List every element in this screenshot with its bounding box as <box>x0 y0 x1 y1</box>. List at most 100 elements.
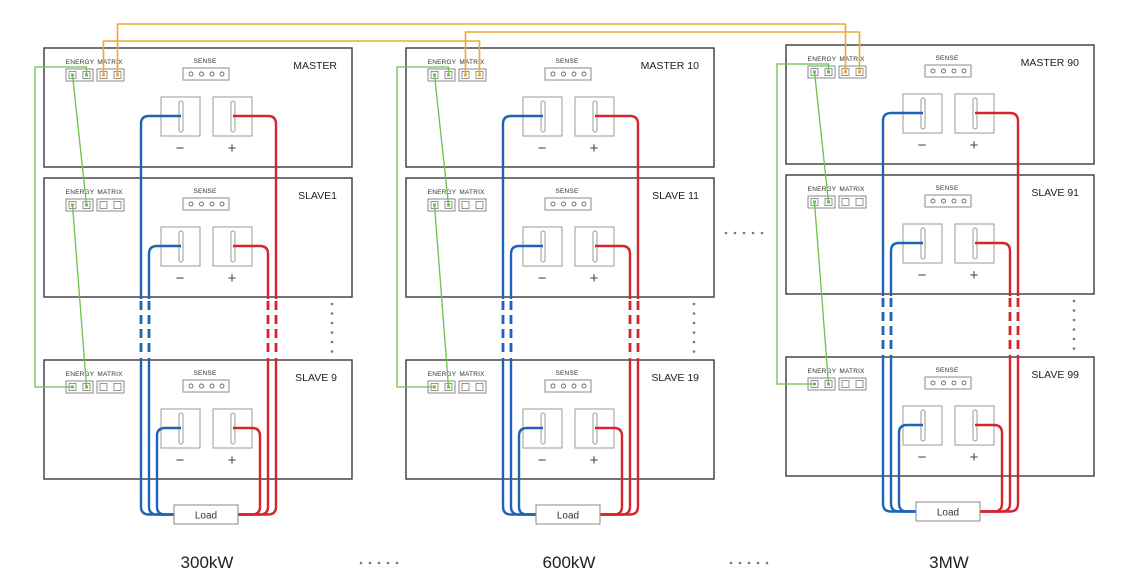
matrix-port[interactable] <box>96 68 125 82</box>
sense-port[interactable] <box>182 379 230 393</box>
system-power-rating: 600kW <box>543 553 596 572</box>
sense-port-label: SENSE <box>193 370 217 377</box>
negative-sign: − <box>176 270 185 287</box>
positive-sign: + <box>590 270 599 287</box>
negative-cable <box>155 426 181 516</box>
positive-cable <box>595 426 624 516</box>
between-systems-ellipsis <box>359 231 769 565</box>
load-label: Load <box>937 508 959 519</box>
sense-port[interactable] <box>924 376 972 390</box>
unit-name-label: SLAVE 91 <box>1031 187 1079 199</box>
energy-link-wire <box>813 201 830 385</box>
matrix-pin-1 <box>99 201 108 209</box>
matrix-port[interactable] <box>838 377 867 391</box>
matrix-port-label: MATRIX <box>459 371 485 378</box>
sense-pin-3 <box>209 71 215 77</box>
matrix-pin-2 <box>855 380 864 388</box>
matrix-pin-1 <box>461 201 470 209</box>
system-power-rating: 300kW <box>181 553 234 572</box>
sense-port[interactable] <box>544 67 592 81</box>
sense-port[interactable] <box>544 197 592 211</box>
sense-port[interactable] <box>544 379 592 393</box>
matrix-pin-2 <box>475 383 484 391</box>
load-box[interactable]: Load <box>535 504 601 525</box>
positive-sign: + <box>970 449 979 466</box>
matrix-port[interactable] <box>838 195 867 209</box>
sense-port-label: SENSE <box>193 58 217 65</box>
sense-port[interactable] <box>924 194 972 208</box>
system-power-rating: 3MW <box>929 553 969 572</box>
sense-pin-4 <box>961 380 967 386</box>
sense-pin-4 <box>219 383 225 389</box>
matrix-port[interactable] <box>458 380 487 394</box>
unit-name-label: SLAVE 11 <box>652 190 699 202</box>
sense-port[interactable] <box>924 64 972 78</box>
positive-sign: + <box>970 267 979 284</box>
sense-pin-2 <box>199 383 204 389</box>
sense-pin-4 <box>961 198 967 204</box>
energy-port[interactable] <box>65 198 94 212</box>
matrix-port[interactable] <box>96 380 125 394</box>
negative-sign: − <box>918 137 927 154</box>
sense-port-label: SENSE <box>555 188 579 195</box>
sense-port-label: SENSE <box>555 58 579 65</box>
sense-pin-1 <box>550 201 556 207</box>
sense-pin-3 <box>571 383 577 389</box>
ellipsis-dot <box>742 231 746 235</box>
energy-link-wire <box>433 204 450 388</box>
energy-loop-wire <box>396 66 450 388</box>
matrix-port-label: MATRIX <box>97 59 123 66</box>
sense-pin-1 <box>550 71 556 77</box>
unit-name-label: SLAVE 9 <box>295 372 337 384</box>
load-box[interactable]: Load <box>173 504 239 525</box>
sense-port-label: SENSE <box>935 185 959 192</box>
negative-sign: − <box>176 140 185 157</box>
matrix-port[interactable] <box>458 198 487 212</box>
positive-cable <box>975 241 1012 513</box>
energy-port-label: ENERGY <box>808 368 837 375</box>
matrix-pin-2 <box>113 201 122 209</box>
energy-port-label: ENERGY <box>808 186 837 193</box>
sense-pin-4 <box>961 68 967 74</box>
ellipsis-dot <box>733 231 737 235</box>
energy-port[interactable] <box>65 68 94 82</box>
sense-pin-3 <box>571 71 577 77</box>
negative-sign: − <box>918 449 927 466</box>
sense-pin-3 <box>209 201 215 207</box>
matrix-port-label: MATRIX <box>97 189 123 196</box>
matrix-port[interactable] <box>458 68 487 82</box>
matrix-pin-1 <box>99 383 108 391</box>
ellipsis-dot <box>724 231 728 235</box>
sense-port[interactable] <box>182 67 230 81</box>
positive-cable <box>975 423 1004 513</box>
energy-port[interactable] <box>807 65 836 79</box>
sense-pin-3 <box>951 198 957 204</box>
sense-pin-1 <box>188 383 194 389</box>
ellipsis-dot <box>359 561 363 565</box>
energy-port[interactable] <box>807 195 836 209</box>
energy-port[interactable] <box>427 198 456 212</box>
load-box[interactable]: Load <box>915 501 981 522</box>
sense-pin-1 <box>550 383 556 389</box>
sense-pin-2 <box>941 68 946 74</box>
matrix-port[interactable] <box>838 65 867 79</box>
positive-terminal[interactable] <box>212 408 253 449</box>
energy-port[interactable] <box>427 68 456 82</box>
positive-terminal[interactable] <box>954 223 995 264</box>
matrix-port[interactable] <box>96 198 125 212</box>
sense-port[interactable] <box>182 197 230 211</box>
energy-loop-wire <box>776 63 830 385</box>
sense-pin-1 <box>188 201 194 207</box>
energy-port-label: ENERGY <box>428 189 457 196</box>
negative-cable <box>897 423 923 513</box>
